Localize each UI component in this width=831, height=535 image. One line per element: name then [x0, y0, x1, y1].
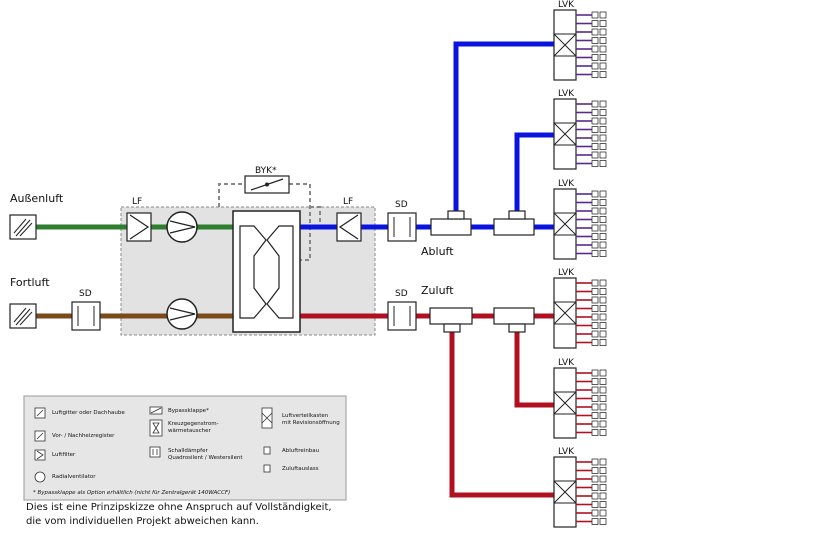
disclaimer-line-2: die vom individuellen Projekt abweichen …: [26, 516, 259, 527]
legend-icons: [34, 406, 273, 483]
lvk-label-3: LVK: [558, 179, 575, 189]
lf-label-outdoor: LF: [132, 197, 143, 207]
abluft-label: Abluft: [421, 245, 454, 258]
zuluft-branch-bottom: [449, 316, 554, 498]
disclaimer: Dies ist eine Prinzipskizze ohne Anspruc…: [26, 501, 332, 529]
aussenluft-label: Außenluft: [10, 192, 64, 205]
silencer-icon-zuluft: [387, 301, 417, 331]
sd-label-fortluft: SD: [79, 289, 92, 299]
lvk-box-1: [553, 9, 607, 81]
aussenluft-grille-icon: [9, 214, 37, 240]
lvk-box-3: [553, 188, 607, 260]
tee-fitting-zuluft-2: [493, 307, 535, 333]
legend-luftgitter: Luftgitter oder Dachhaube: [52, 410, 125, 416]
lf-label-extract: LF: [343, 197, 354, 207]
lvk-label-6: LVK: [558, 447, 575, 457]
sd-label-zuluft: SD: [395, 289, 408, 299]
lvk-label-1: LVK: [558, 0, 575, 10]
distribution-boxes: [553, 9, 607, 528]
tee-fitting-zuluft-1: [429, 307, 473, 333]
lvk-label-4: LVK: [558, 268, 575, 278]
byk-label: BYK*: [255, 166, 277, 176]
legend-box: [23, 395, 347, 501]
sd-label-abluft: SD: [395, 200, 408, 210]
bypass-damper-icon: [244, 175, 290, 194]
legend-vorheiz: Vor- / Nachheizregister: [52, 433, 115, 439]
legend-kreuz: Kreuzgegenstrom- wärmetauscher: [168, 421, 219, 434]
legend-zuluftaus: Zuluftauslass: [282, 466, 319, 472]
lvk-label-2: LVK: [558, 89, 575, 99]
silencer-icon-fortluft: [71, 301, 101, 331]
fortluft-grille-icon: [9, 303, 37, 329]
fortluft-label: Fortluft: [10, 276, 50, 289]
zuluft-label: Zuluft: [421, 284, 454, 297]
lvk-label-5: LVK: [558, 358, 575, 368]
legend-luftfilter: Luftfilter: [52, 452, 76, 458]
disclaimer-line-1: Dies ist eine Prinzipskizze ohne Anspruc…: [26, 502, 332, 513]
silencer-icon-abluft: [387, 212, 417, 242]
abluft-branch-mid: [514, 132, 554, 227]
lvk-box-5: [553, 367, 607, 439]
exhaust-fan-icon: [166, 298, 198, 330]
legend-schall: Schalldämpfer Quadrosilent / Westersilen…: [168, 448, 243, 461]
filter-icon-extract: [336, 212, 362, 242]
abluft-branch-top: [453, 41, 554, 227]
tee-fitting-abluft-1: [430, 210, 472, 236]
bypass-duct: [218, 183, 321, 261]
legend-radial: Radialventilator: [52, 474, 96, 480]
legend-abluftein: Abluftreinbau: [282, 448, 320, 454]
legend-bypass: Bypassklappe*: [168, 408, 209, 414]
legend-luftverteil: Luftverteilkasten mit Revisionsöffnung: [282, 413, 340, 426]
legend-note: * Bypassklappe als Option erhältlich (ni…: [33, 490, 231, 496]
lvk-box-6: [553, 456, 607, 528]
lvk-box-4: [553, 277, 607, 349]
supply-fan-icon: [166, 211, 198, 243]
lvk-box-2: [553, 98, 607, 170]
filter-icon-outdoor: [126, 212, 152, 242]
tee-fitting-abluft-2: [493, 210, 535, 236]
heat-exchanger-icon: [232, 210, 301, 333]
zuluft-branch-mid: [514, 316, 554, 408]
